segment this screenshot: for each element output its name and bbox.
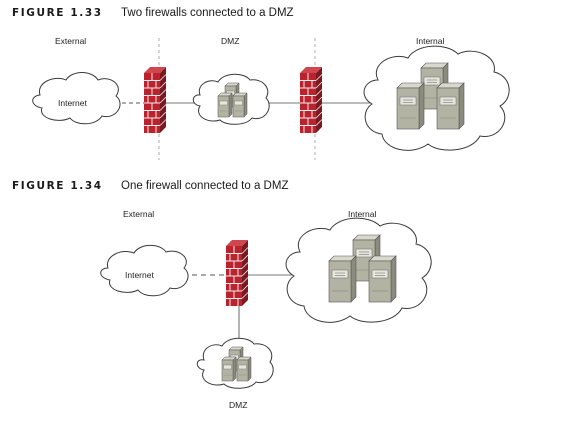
figure-1-34-title: One firewall connected to a DMZ: [121, 180, 288, 192]
figure-1-33: FIGURE 1.33 Two firewalls connected to a…: [12, 7, 510, 160]
internet-label: Internet: [58, 98, 87, 108]
firewall-icon: [143, 66, 167, 134]
zone-label-dmz: DMZ: [229, 400, 247, 410]
internet-label: Internet: [125, 270, 154, 280]
server-icon: [396, 82, 425, 130]
figure-1-33-title: Two firewalls connected to a DMZ: [121, 7, 294, 19]
zone-label-internal: Internal: [348, 209, 376, 219]
server-icon: [328, 255, 357, 303]
zone-label-internal: Internal: [416, 36, 444, 46]
figure-1-34-number: FIGURE 1.34: [12, 180, 103, 192]
server-icon: [232, 92, 248, 118]
server-icon: [221, 356, 237, 382]
firewall-icon: [225, 239, 249, 307]
figure-1-34: FIGURE 1.34 One firewall connected to a …: [12, 180, 432, 410]
zone-label-external: External: [123, 209, 154, 219]
zone-label-dmz: DMZ: [221, 36, 239, 46]
internet-cloud: [100, 244, 189, 297]
firewall-icon: [299, 66, 323, 134]
server-icon: [368, 255, 397, 303]
zone-label-external: External: [55, 36, 86, 46]
figure-1-33-number: FIGURE 1.33: [12, 7, 103, 19]
server-icon: [436, 82, 465, 130]
server-icon: [217, 92, 233, 118]
internet-cloud: [32, 72, 121, 125]
server-icon: [236, 356, 252, 382]
